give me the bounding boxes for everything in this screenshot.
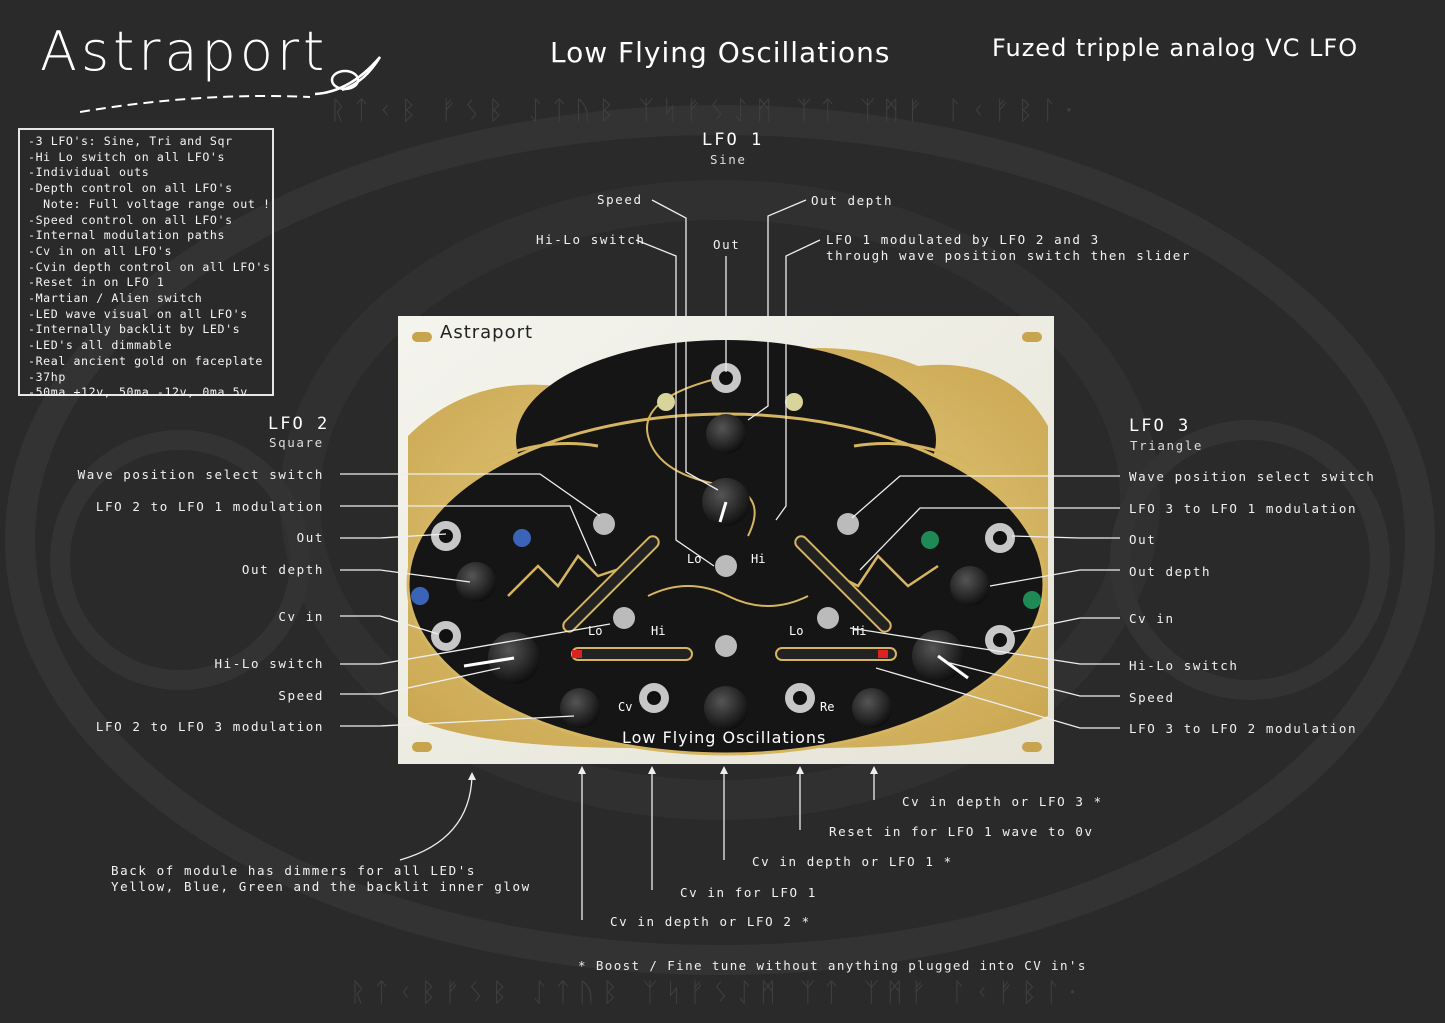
lfo3-cv-depth-knob[interactable] bbox=[852, 688, 892, 728]
feature-item: -LED wave visual on all LFO's bbox=[28, 306, 248, 321]
lfo2-speed-knob[interactable] bbox=[463, 632, 540, 684]
panel-hi-label: Hi bbox=[751, 552, 766, 566]
lfo3-wave-switch-label: Wave position select switch bbox=[1129, 469, 1376, 484]
cv-depth-lfo3-label: Cv in depth or LFO 3 * bbox=[902, 794, 1103, 809]
lfo1-title: LFO 1 bbox=[702, 130, 764, 150]
lfo2-depth-knob[interactable] bbox=[456, 562, 496, 602]
lfo3-speed-knob[interactable] bbox=[912, 630, 969, 682]
feature-item: -3 LFO's: Sine, Tri and Sqr bbox=[28, 134, 233, 148]
module-controls bbox=[411, 363, 1041, 730]
decor-script-top: ᚱᛏᚲᛒ ᚠᛊᛒ ᛇᛏᚢᛒ ᛉᛋᚠᛊᛇᛗ ᛉᛏ ᛉᛗᚠ ᛚᚲᚠᛒᛚ· bbox=[330, 96, 1082, 126]
lfo3-hilo-switch[interactable] bbox=[817, 607, 839, 629]
lfo3-title: LFO 3 bbox=[1129, 416, 1191, 436]
feature-item: -Individual outs bbox=[28, 165, 150, 180]
blue-led-icon bbox=[411, 529, 531, 605]
feature-item: -Speed control on all LFO's bbox=[28, 212, 233, 227]
brand-logo: Astraport bbox=[40, 20, 329, 83]
panel-name: Low Flying Oscillations bbox=[622, 728, 827, 747]
panel-cv-label: Cv bbox=[618, 700, 633, 714]
lfo3-speed-label: Speed bbox=[1129, 690, 1175, 705]
lfo1-speed-knob[interactable] bbox=[702, 478, 750, 526]
lfo2-to-lfo3-label: LFO 2 to LFO 3 modulation bbox=[95, 719, 324, 734]
lfo3-hilo-label: Hi-Lo switch bbox=[1129, 658, 1239, 673]
feature-item: -50ma +12v, 50ma -12v, 0ma 5v bbox=[28, 385, 248, 400]
features-list: -3 LFO's: Sine, Tri and Sqr -Hi Lo switc… bbox=[18, 128, 274, 399]
panel-lo-label: Lo bbox=[789, 624, 804, 638]
lfo3-out-label: Out bbox=[1129, 532, 1157, 547]
lfo3-depth-knob[interactable] bbox=[950, 566, 990, 606]
page-title: Low Flying Oscillations bbox=[550, 36, 891, 69]
lfo1-out-jack[interactable] bbox=[711, 363, 741, 393]
lfo2-to-lfo3-knob[interactable] bbox=[560, 688, 600, 728]
feature-item: -Internal modulation paths bbox=[28, 228, 226, 243]
feature-item: -Reset in on LFO 1 bbox=[28, 275, 165, 290]
lfo2-out-jack[interactable] bbox=[431, 521, 461, 551]
green-led-icon bbox=[921, 531, 1041, 609]
lfo2-wave: Square bbox=[269, 435, 324, 450]
cv-in-lfo1-jack[interactable] bbox=[639, 683, 669, 713]
rocket-icon bbox=[80, 56, 382, 113]
footnote: * Boost / Fine tune without anything plu… bbox=[578, 958, 1087, 973]
feature-item: -Depth control on all LFO's bbox=[28, 181, 233, 196]
lfo1-wave: Sine bbox=[710, 152, 747, 167]
lfo2-wave-switch-label: Wave position select switch bbox=[77, 467, 324, 482]
lfo3-out-depth-label: Out depth bbox=[1129, 564, 1212, 579]
lfo2-out-depth-label: Out depth bbox=[241, 562, 324, 577]
feature-item: -LED's all dimmable bbox=[28, 338, 173, 353]
lfo2-speed-label: Speed bbox=[278, 688, 324, 703]
reset-jack[interactable] bbox=[785, 683, 815, 713]
lfo2-title: LFO 2 bbox=[268, 414, 330, 434]
reset-label: Reset in for LFO 1 wave to 0v bbox=[829, 824, 1094, 839]
lfo1-out-depth-label: Out depth bbox=[811, 193, 894, 208]
cv-in-lfo1-label: Cv in for LFO 1 bbox=[680, 885, 817, 900]
lfo3-out-jack[interactable] bbox=[985, 523, 1015, 553]
lfo2-to-lfo1-label: LFO 2 to LFO 1 modulation bbox=[95, 499, 324, 514]
lfo2-hilo-switch[interactable] bbox=[613, 607, 635, 629]
feature-item: -Internally backlit by LED's bbox=[28, 322, 241, 337]
panel-re-label: Re bbox=[820, 700, 835, 714]
lfo1-out-label: Out bbox=[713, 237, 741, 252]
lfo2-hilo-label: Hi-Lo switch bbox=[214, 656, 324, 671]
feature-item: -Cvin depth control on all LFO's bbox=[28, 259, 271, 274]
feature-item: -Cv in on all LFO's bbox=[28, 243, 173, 258]
lfo3-cv-label: Cv in bbox=[1129, 611, 1175, 626]
decor-script-bottom: ᚱᛏᚲᛒᚠᛊᛒ ᛇᛏᚢᛒ ᛉᛋᚠᛊᛇᛗ ᛉᛏ ᛉᛗᚠ ᛚᚲᚠᛒᛚ· bbox=[350, 978, 1085, 1008]
lfo2-cv-jack[interactable] bbox=[431, 621, 461, 651]
martian-alien-switch[interactable] bbox=[715, 635, 737, 657]
lfo1-hilo-label: Hi-Lo switch bbox=[536, 232, 646, 247]
yellow-led-icon bbox=[657, 393, 803, 411]
cv-depth-lfo2-label: Cv in depth or LFO 2 * bbox=[610, 914, 811, 929]
lfo1-modulated-label: LFO 1 modulated by LFO 2 and 3 bbox=[826, 232, 1100, 247]
cv-depth-lfo1-label: Cv in depth or LFO 1 * bbox=[752, 854, 953, 869]
lfo1-hilo-switch[interactable] bbox=[715, 555, 737, 577]
page-subtitle: Fuzed tripple analog VC LFO bbox=[992, 34, 1359, 62]
lfo1-modulated-label-2: through wave position switch then slider bbox=[826, 248, 1192, 263]
lfo2-out-label: Out bbox=[296, 530, 324, 545]
lfo3-to-lfo2-label: LFO 3 to LFO 2 modulation bbox=[1129, 721, 1358, 736]
back-dimmers-label-2: Yellow, Blue, Green and the backlit inne… bbox=[111, 879, 531, 894]
panel-hi-label: Hi bbox=[852, 624, 867, 638]
lfo1-cv-depth-knob[interactable] bbox=[704, 686, 748, 730]
lfo2-wave-switch[interactable] bbox=[593, 513, 615, 535]
panel-hi-label: Hi bbox=[651, 624, 666, 638]
lfo3-wave: Triangle bbox=[1130, 438, 1204, 453]
feature-item: Note: Full voltage range out ! bbox=[28, 196, 271, 211]
back-dimmers-label: Back of module has dimmers for all LED's bbox=[111, 863, 477, 878]
feature-item: -Hi Lo switch on all LFO's bbox=[28, 149, 226, 164]
panel-brand: Astraport bbox=[440, 322, 534, 343]
feature-item: -37hp bbox=[28, 369, 66, 384]
lfo2-cv-label: Cv in bbox=[278, 609, 324, 624]
lfo3-cv-jack[interactable] bbox=[985, 625, 1015, 655]
feature-item: -Real ancient gold on faceplate bbox=[28, 353, 263, 368]
feature-item: -Martian / Alien switch bbox=[28, 291, 203, 306]
lfo3-wave-switch[interactable] bbox=[837, 513, 859, 535]
lfo3-to-lfo1-label: LFO 3 to LFO 1 modulation bbox=[1129, 501, 1358, 516]
lfo1-speed-label: Speed bbox=[597, 192, 643, 207]
lfo1-depth-knob[interactable] bbox=[706, 414, 746, 454]
